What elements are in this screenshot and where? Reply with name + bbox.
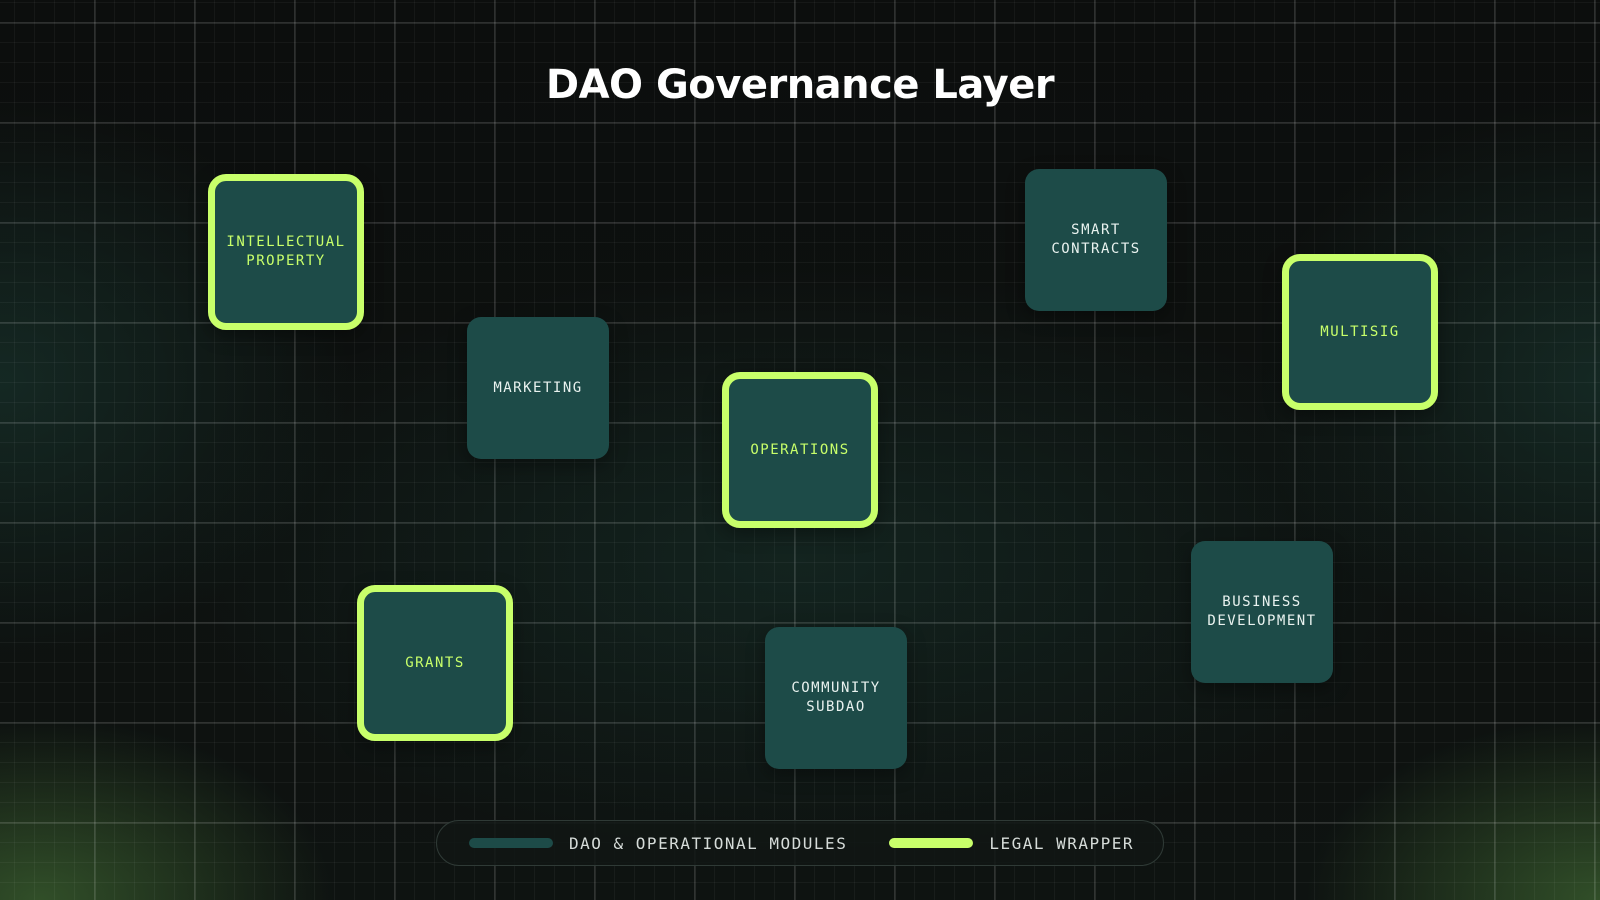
modules-swatch <box>469 838 553 848</box>
node-smart-contracts: SMART CONTRACTS <box>1025 169 1167 311</box>
node-intellectual-property: INTELLECTUAL PROPERTY <box>208 174 364 330</box>
legend-item-legal: LEGAL WRAPPER <box>889 834 1134 853</box>
node-community-subdao: COMMUNITY SUBDAO <box>765 627 907 769</box>
legal-swatch <box>889 838 974 848</box>
node-multisig: MULTISIG <box>1282 254 1438 410</box>
node-grants: GRANTS <box>357 585 513 741</box>
diagram-title: DAO Governance Layer <box>545 62 1055 108</box>
legend: DAO & OPERATIONAL MODULES LEGAL WRAPPER <box>436 820 1164 866</box>
node-business-development: BUSINESS DEVELOPMENT <box>1191 541 1333 683</box>
legend-legal-label: LEGAL WRAPPER <box>989 833 1135 853</box>
legend-modules-label: DAO & OPERATIONAL MODULES <box>569 833 848 853</box>
node-operations: OPERATIONS <box>722 372 878 528</box>
node-marketing: MARKETING <box>467 317 609 459</box>
legend-item-modules: DAO & OPERATIONAL MODULES <box>469 834 847 853</box>
